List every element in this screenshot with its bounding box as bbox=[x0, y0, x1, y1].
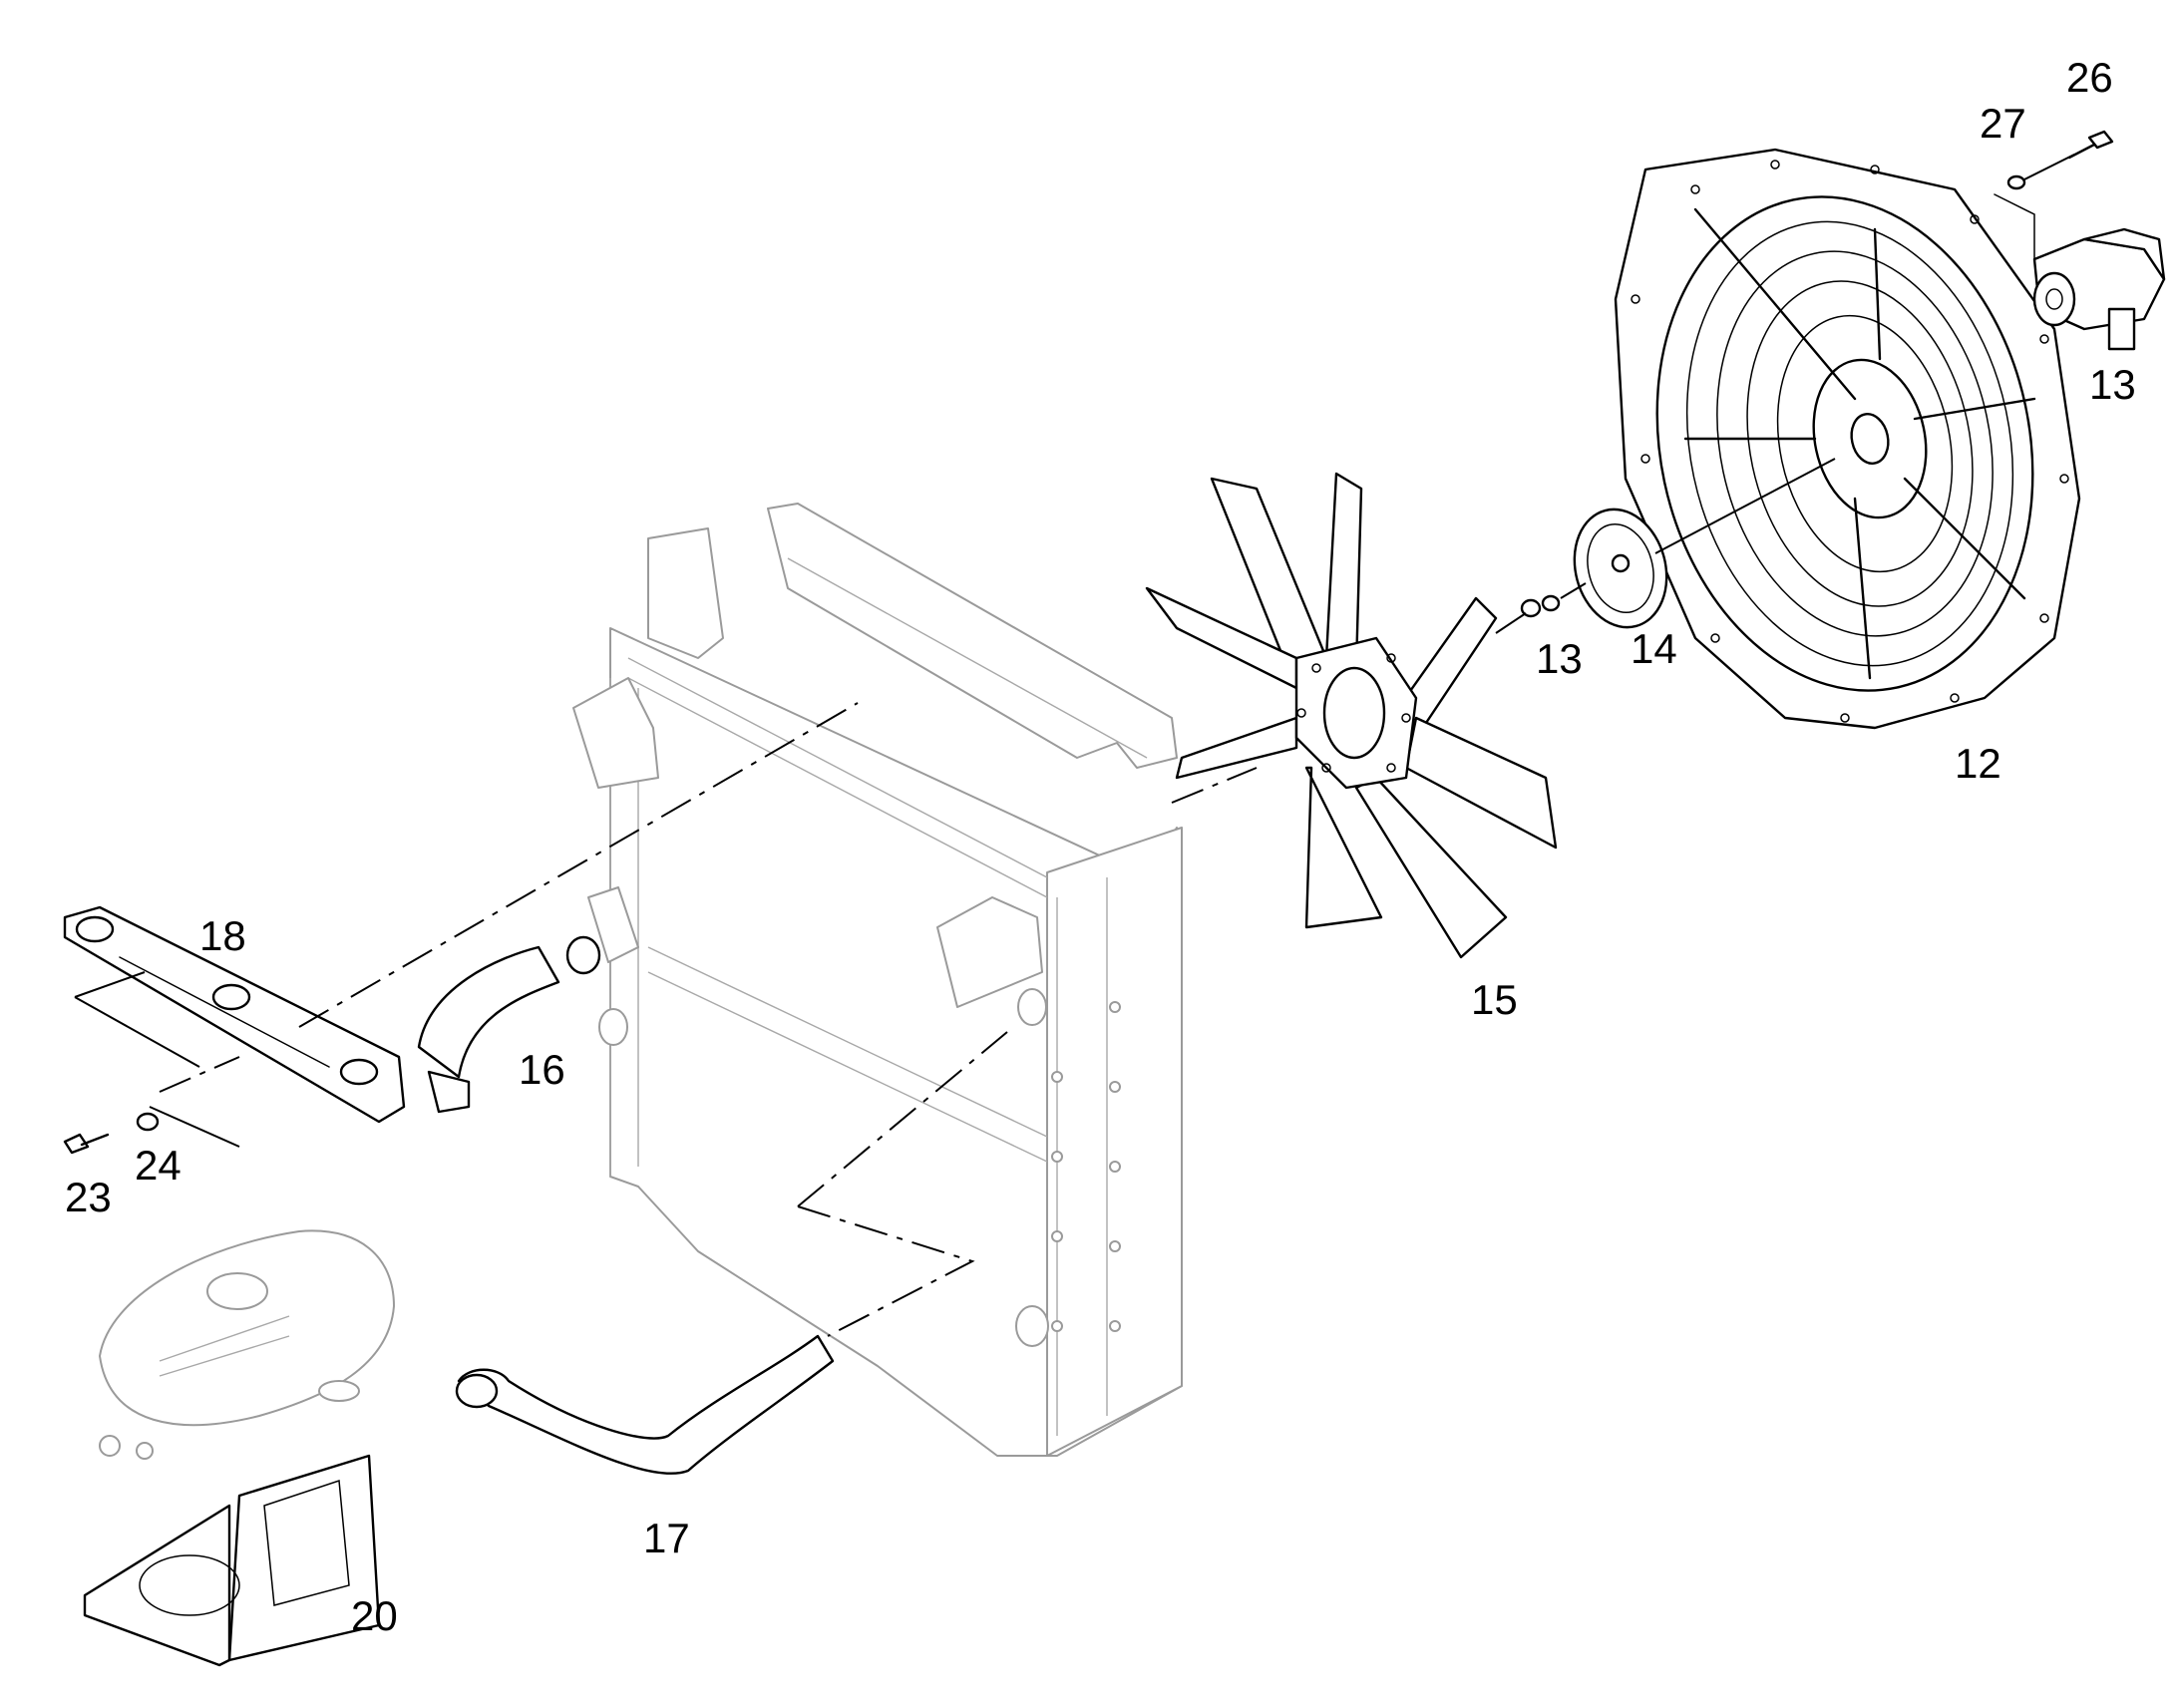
callout-14: 14 bbox=[1631, 625, 1677, 672]
callout-24: 24 bbox=[135, 1142, 182, 1189]
tank-bracket-20 bbox=[83, 1454, 381, 1667]
callout-labels: 26 27 13 13 14 12 15 18 16 24 23 17 20 bbox=[65, 54, 2136, 1639]
washer-24 bbox=[136, 1112, 160, 1132]
fan-shroud bbox=[1614, 148, 2081, 730]
callout-18: 18 bbox=[199, 912, 246, 959]
callout-17: 17 bbox=[643, 1515, 690, 1561]
callout-20: 20 bbox=[351, 1592, 398, 1639]
callout-26: 26 bbox=[2066, 54, 2113, 101]
expansion-tank bbox=[99, 1229, 395, 1460]
hose-17 bbox=[455, 1334, 835, 1475]
fan-15 bbox=[1145, 472, 1558, 959]
hose-16 bbox=[417, 935, 601, 1114]
nut-washer-13 bbox=[1520, 594, 1561, 618]
callout-23: 23 bbox=[65, 1174, 112, 1220]
adapter-plate-14 bbox=[1573, 508, 1668, 629]
callout-15: 15 bbox=[1471, 976, 1518, 1023]
hydraulic-motor bbox=[1994, 193, 2166, 351]
callout-13-nut: 13 bbox=[1536, 635, 1583, 682]
bolt-26 bbox=[2067, 130, 2114, 160]
radiator-assembly bbox=[572, 503, 1183, 1457]
washer-27 bbox=[2006, 174, 2026, 190]
bolt-23 bbox=[63, 1133, 110, 1155]
callout-12: 12 bbox=[1955, 740, 2001, 787]
callout-13-motor: 13 bbox=[2089, 361, 2136, 408]
callout-27: 27 bbox=[1980, 100, 2026, 147]
bracket-18 bbox=[63, 905, 406, 1124]
callout-16: 16 bbox=[519, 1046, 565, 1093]
